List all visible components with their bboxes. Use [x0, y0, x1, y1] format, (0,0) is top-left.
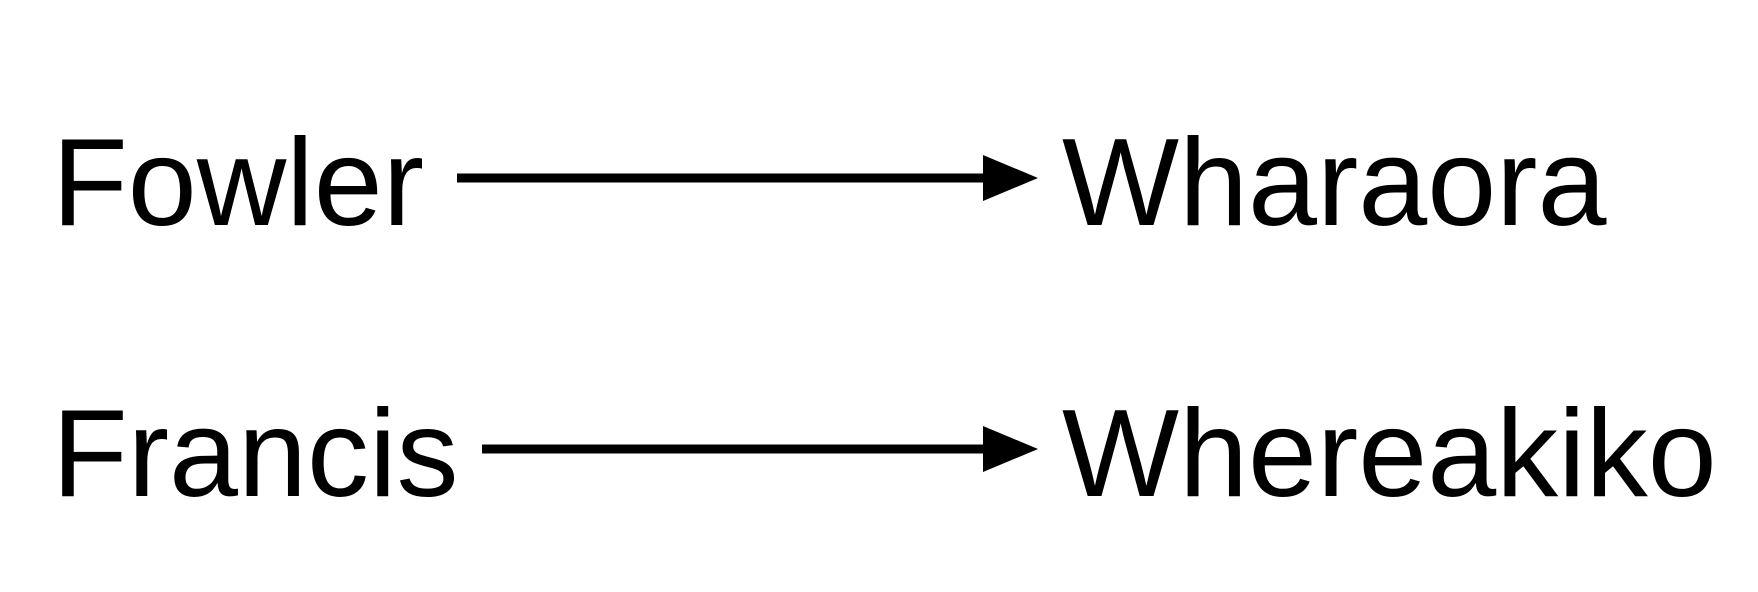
right-arrow-icon	[482, 426, 1038, 472]
right-arrow-icon	[457, 155, 1038, 201]
mapping-row: Fowler Wharaora	[52, 78, 1758, 278]
mapping-row: Francis Whereakiko	[52, 349, 1758, 549]
target-label: Wharaora	[1062, 114, 1607, 252]
source-label: Francis	[52, 385, 459, 523]
target-label: Whereakiko	[1062, 385, 1717, 523]
source-label: Fowler	[52, 114, 425, 252]
